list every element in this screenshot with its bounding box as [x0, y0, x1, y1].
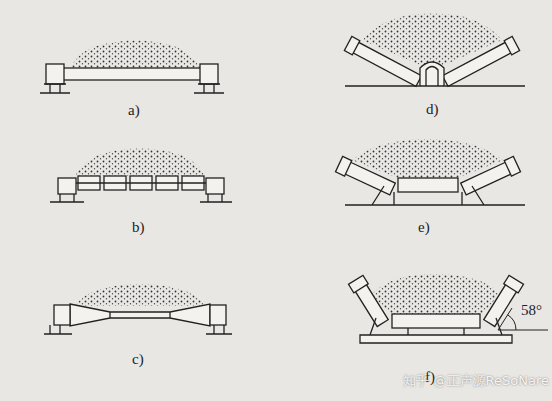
figure-label: c)	[132, 352, 144, 367]
angle-dimension: 58°	[521, 303, 542, 318]
figure-label: a)	[128, 103, 140, 118]
figure-label: b)	[132, 220, 145, 235]
watermark: 知乎 @正声源ReSoNare	[403, 374, 549, 387]
figure-label: e)	[418, 220, 430, 235]
figure-label: d)	[426, 102, 439, 117]
